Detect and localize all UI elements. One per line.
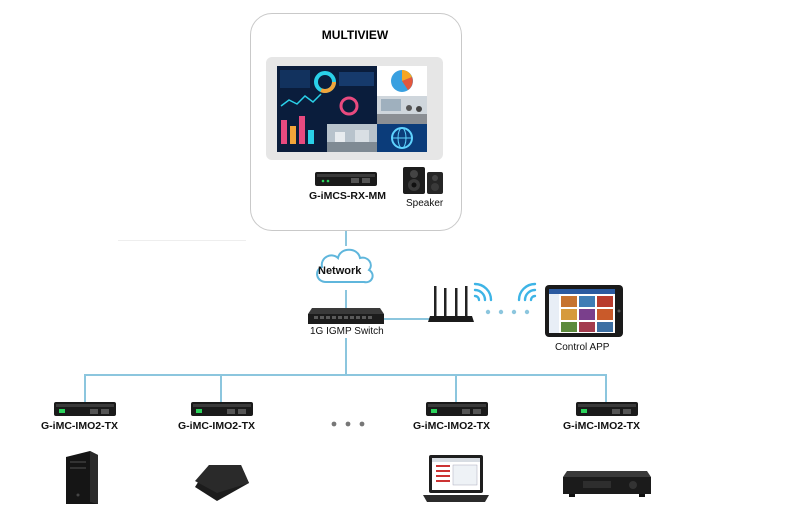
transmitter-label-2: G-iMC-IMO2-TX xyxy=(178,420,255,432)
link-drop-2 xyxy=(220,374,222,402)
wireless-dots xyxy=(485,309,530,315)
speaker-label: Speaker xyxy=(406,198,444,209)
network-cloud-icon xyxy=(316,248,374,284)
link-drop-3 xyxy=(455,374,457,402)
ellipsis-icon xyxy=(331,421,365,427)
router-icon xyxy=(428,286,474,322)
transmitter-device-icon xyxy=(54,402,116,416)
transmitter-label-1: G-iMC-IMO2-TX xyxy=(41,420,118,432)
divider xyxy=(118,240,246,241)
wifi-icon xyxy=(517,282,537,302)
link-bus xyxy=(84,374,606,376)
laptop-icon xyxy=(423,455,489,502)
desktop-pc-icon xyxy=(66,451,98,504)
switch-label: 1G IGMP Switch xyxy=(310,326,384,337)
link-drop-1 xyxy=(84,374,86,402)
multiview-screen xyxy=(266,57,443,160)
multiview-title: MULTIVIEW xyxy=(321,28,389,42)
transmitter-label-3: G-iMC-IMO2-TX xyxy=(413,420,490,432)
set-top-box-icon xyxy=(563,471,651,497)
transmitter-label-4: G-iMC-IMO2-TX xyxy=(563,420,640,432)
control-app-label: Control APP xyxy=(555,342,610,353)
speaker-icon xyxy=(403,167,443,194)
link-switch-router xyxy=(380,318,432,320)
link-drop-4 xyxy=(605,374,607,402)
media-box-icon xyxy=(195,465,249,501)
link-cloud-switch xyxy=(345,290,347,312)
wifi-icon xyxy=(473,282,493,302)
link-switch-bus xyxy=(345,338,347,375)
screen-tile-pie xyxy=(377,66,427,96)
receiver-label: G-iMCS-RX-MM xyxy=(309,190,386,202)
transmitter-device-icon xyxy=(426,402,488,416)
screen-tile-factory xyxy=(327,124,377,152)
network-label: Network xyxy=(318,265,362,277)
transmitter-device-icon xyxy=(191,402,253,416)
tablet-icon xyxy=(545,285,623,337)
switch-icon xyxy=(308,308,384,324)
screen-tile-meeting xyxy=(377,96,427,124)
screen-tile-globe xyxy=(377,124,427,152)
receiver-device-icon xyxy=(315,172,377,186)
transmitter-device-icon xyxy=(576,402,638,416)
